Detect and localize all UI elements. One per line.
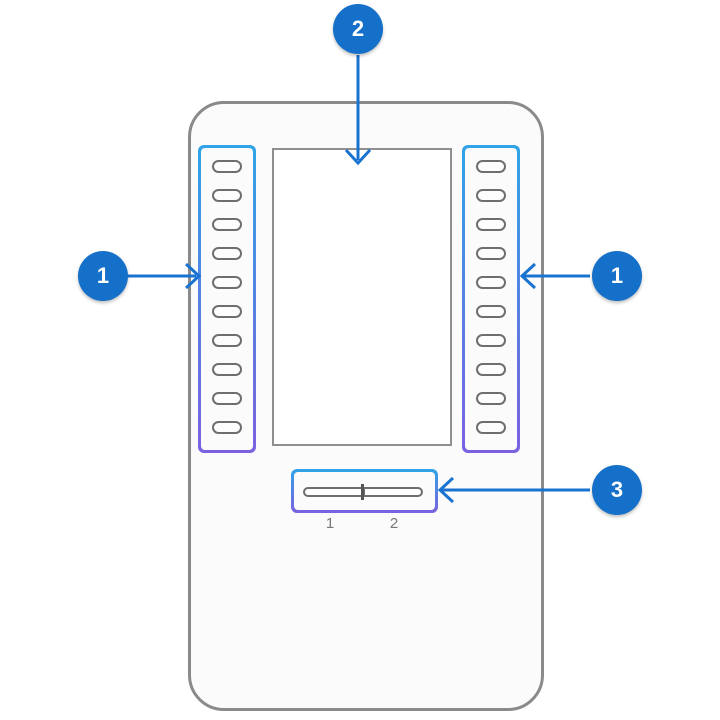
right-line-key-1[interactable] (476, 160, 506, 173)
right-line-key-5[interactable] (476, 276, 506, 289)
right-line-key-3[interactable] (476, 218, 506, 231)
left-line-key-5[interactable] (212, 276, 242, 289)
right-line-key-7[interactable] (476, 334, 506, 347)
page-2-button[interactable] (363, 487, 423, 497)
left-line-key-2[interactable] (212, 189, 242, 202)
arrowhead-callout-3 (437, 476, 455, 504)
right-line-keys (465, 148, 517, 450)
page-label-1: 1 (325, 515, 335, 532)
callout-3-badge: 3 (592, 465, 642, 515)
arrowhead-callout-1-left (184, 262, 202, 290)
page-selector-group (291, 469, 438, 513)
left-line-key-6[interactable] (212, 305, 242, 318)
right-line-key-8[interactable] (476, 363, 506, 376)
left-line-key-9[interactable] (212, 392, 242, 405)
callout-1-right-badge: 1 (592, 251, 642, 301)
right-line-key-10[interactable] (476, 421, 506, 434)
right-line-key-6[interactable] (476, 305, 506, 318)
right-line-keys-group (462, 145, 520, 453)
arrowhead-callout-1-right (519, 262, 537, 290)
page-label-2: 2 (389, 515, 399, 532)
left-line-key-4[interactable] (212, 247, 242, 260)
left-line-keys-group (198, 145, 256, 453)
left-line-key-7[interactable] (212, 334, 242, 347)
page-selector (294, 472, 435, 510)
left-line-key-10[interactable] (212, 421, 242, 434)
left-line-key-3[interactable] (212, 218, 242, 231)
left-line-key-8[interactable] (212, 363, 242, 376)
callout-2-badge: 2 (333, 4, 383, 54)
left-line-key-1[interactable] (212, 160, 242, 173)
page-divider (361, 484, 364, 500)
left-line-keys (201, 148, 253, 450)
callout-1-left-badge: 1 (78, 251, 128, 301)
lcd-screen (272, 148, 452, 446)
right-line-key-9[interactable] (476, 392, 506, 405)
arrowhead-callout-2 (344, 148, 372, 166)
right-line-key-2[interactable] (476, 189, 506, 202)
right-line-key-4[interactable] (476, 247, 506, 260)
